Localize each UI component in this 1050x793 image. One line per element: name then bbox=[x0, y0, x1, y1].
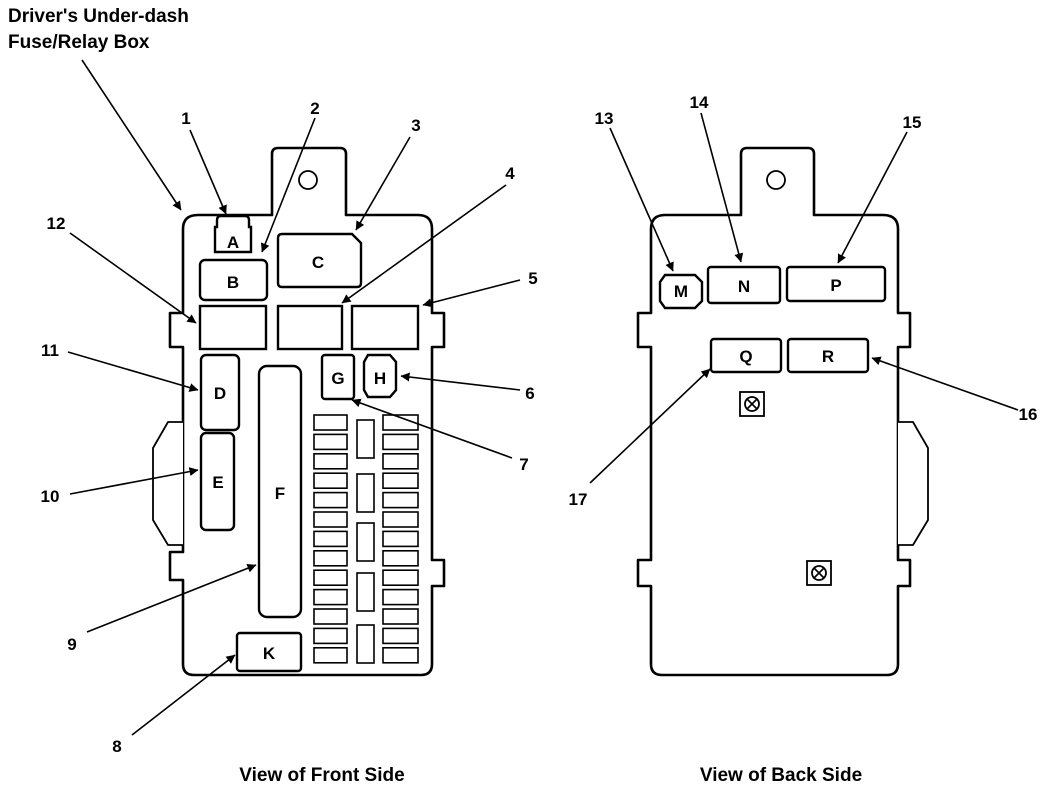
fuse-slot bbox=[313, 472, 348, 490]
fuse-slot bbox=[382, 646, 419, 664]
label-p: P bbox=[830, 276, 841, 295]
fuse-slot bbox=[313, 452, 348, 470]
label-a: A bbox=[227, 233, 239, 252]
back-screw-terminal-upper bbox=[739, 391, 765, 417]
fuse-slot bbox=[382, 414, 419, 431]
back-screw-terminal-lower bbox=[806, 560, 832, 586]
front-fuse-block-f bbox=[257, 364, 303, 619]
caption-front-side: View of Front Side bbox=[239, 765, 404, 786]
label-g: K bbox=[263, 644, 276, 663]
fuse-slot bbox=[313, 414, 348, 431]
fuse-slot bbox=[382, 433, 419, 451]
caption-back-side: View of Back Side bbox=[700, 765, 862, 786]
front-relay-slot-4 bbox=[276, 304, 344, 351]
front-relay-c bbox=[276, 232, 363, 289]
fuse-slot bbox=[313, 549, 348, 567]
label-n: N bbox=[738, 277, 750, 296]
fuse-slot-large bbox=[356, 419, 375, 459]
back-mount-hole bbox=[766, 170, 786, 190]
fuse-slot-large bbox=[356, 522, 375, 562]
callout-1: 1 bbox=[181, 109, 190, 128]
fuse-slot bbox=[313, 433, 348, 451]
fuse-slot-large bbox=[356, 572, 375, 612]
label-d: D bbox=[214, 384, 226, 403]
fuse-slot bbox=[313, 569, 348, 587]
fuse-slot bbox=[313, 608, 348, 625]
label-b: B bbox=[227, 273, 239, 292]
callout-numbers: 1 2 3 4 5 6 7 8 9 10 11 12 13 14 15 16 1… bbox=[41, 93, 1038, 756]
back-relay-q bbox=[709, 337, 783, 374]
callout-8: 8 bbox=[112, 737, 121, 756]
fuse-grid bbox=[313, 414, 419, 664]
fuse-slot bbox=[313, 627, 348, 645]
back-box-outline bbox=[636, 146, 912, 677]
diagram-title-line-2: Fuse/Relay Box bbox=[8, 32, 150, 53]
front-relay-b bbox=[198, 258, 269, 302]
fuse-slot bbox=[382, 530, 419, 548]
fuse-slot bbox=[313, 491, 348, 509]
fuse-slot-large bbox=[356, 473, 375, 513]
fuse-slot bbox=[382, 549, 419, 567]
front-left-bracket bbox=[152, 421, 183, 546]
callout-17: 17 bbox=[569, 490, 588, 509]
label-m: M bbox=[674, 282, 688, 301]
callout-2: 2 bbox=[310, 99, 319, 118]
back-relay-n bbox=[706, 265, 782, 305]
label-q: Q bbox=[739, 347, 752, 366]
fuse-slot bbox=[382, 491, 419, 509]
fuse-slot bbox=[313, 588, 348, 606]
fuse-slot bbox=[382, 472, 419, 490]
fuse-slot bbox=[382, 569, 419, 587]
callout-10: 10 bbox=[41, 487, 60, 506]
fuse-slot bbox=[382, 588, 419, 606]
label-h: G bbox=[331, 369, 344, 388]
front-side-view: A B C D E F G H K bbox=[152, 146, 446, 677]
front-relay-h bbox=[320, 353, 356, 401]
fuse-slot bbox=[382, 608, 419, 625]
front-mount-hole bbox=[298, 170, 318, 190]
fuse-slot bbox=[313, 511, 348, 528]
callout-6: 6 bbox=[525, 384, 534, 403]
diagram-title-line-1: Driver's Under-dash bbox=[8, 6, 189, 27]
back-relay-p bbox=[785, 265, 887, 303]
callout-11: 11 bbox=[41, 341, 59, 360]
fuse-slot bbox=[382, 511, 419, 528]
callout-9: 9 bbox=[67, 635, 76, 654]
callout-13: 13 bbox=[595, 109, 614, 128]
back-side-view: M N P Q R bbox=[636, 146, 929, 677]
fuse-slot bbox=[313, 530, 348, 548]
callout-12: 12 bbox=[47, 214, 66, 233]
front-relay-d bbox=[199, 353, 241, 432]
front-relay-slot-5 bbox=[350, 304, 420, 351]
label-f: F bbox=[275, 484, 285, 503]
fuse-slot-large bbox=[356, 624, 375, 664]
callout-5: 5 bbox=[528, 269, 537, 288]
callout-7: 7 bbox=[519, 455, 528, 474]
back-relay-r bbox=[786, 337, 870, 374]
fuse-slot bbox=[382, 452, 419, 470]
label-c: C bbox=[312, 253, 324, 272]
callout-15: 15 bbox=[903, 113, 922, 132]
callout-4: 4 bbox=[505, 164, 515, 183]
fuse-slot bbox=[382, 627, 419, 645]
front-connector-a bbox=[213, 214, 253, 254]
front-relay-g bbox=[235, 631, 303, 673]
callout-14: 14 bbox=[690, 93, 709, 112]
front-connector-k bbox=[362, 353, 398, 399]
leader-lines bbox=[67, 59, 1019, 736]
fuse-slot bbox=[313, 646, 348, 664]
back-connector-m bbox=[658, 273, 704, 310]
label-e: E bbox=[212, 473, 223, 492]
label-k: H bbox=[374, 369, 386, 388]
callout-16: 16 bbox=[1019, 405, 1038, 424]
callout-3: 3 bbox=[411, 116, 420, 135]
label-r: R bbox=[822, 347, 834, 366]
front-relay-e bbox=[199, 431, 236, 532]
back-right-bracket bbox=[898, 421, 929, 546]
front-relay-slot-12 bbox=[198, 304, 268, 351]
